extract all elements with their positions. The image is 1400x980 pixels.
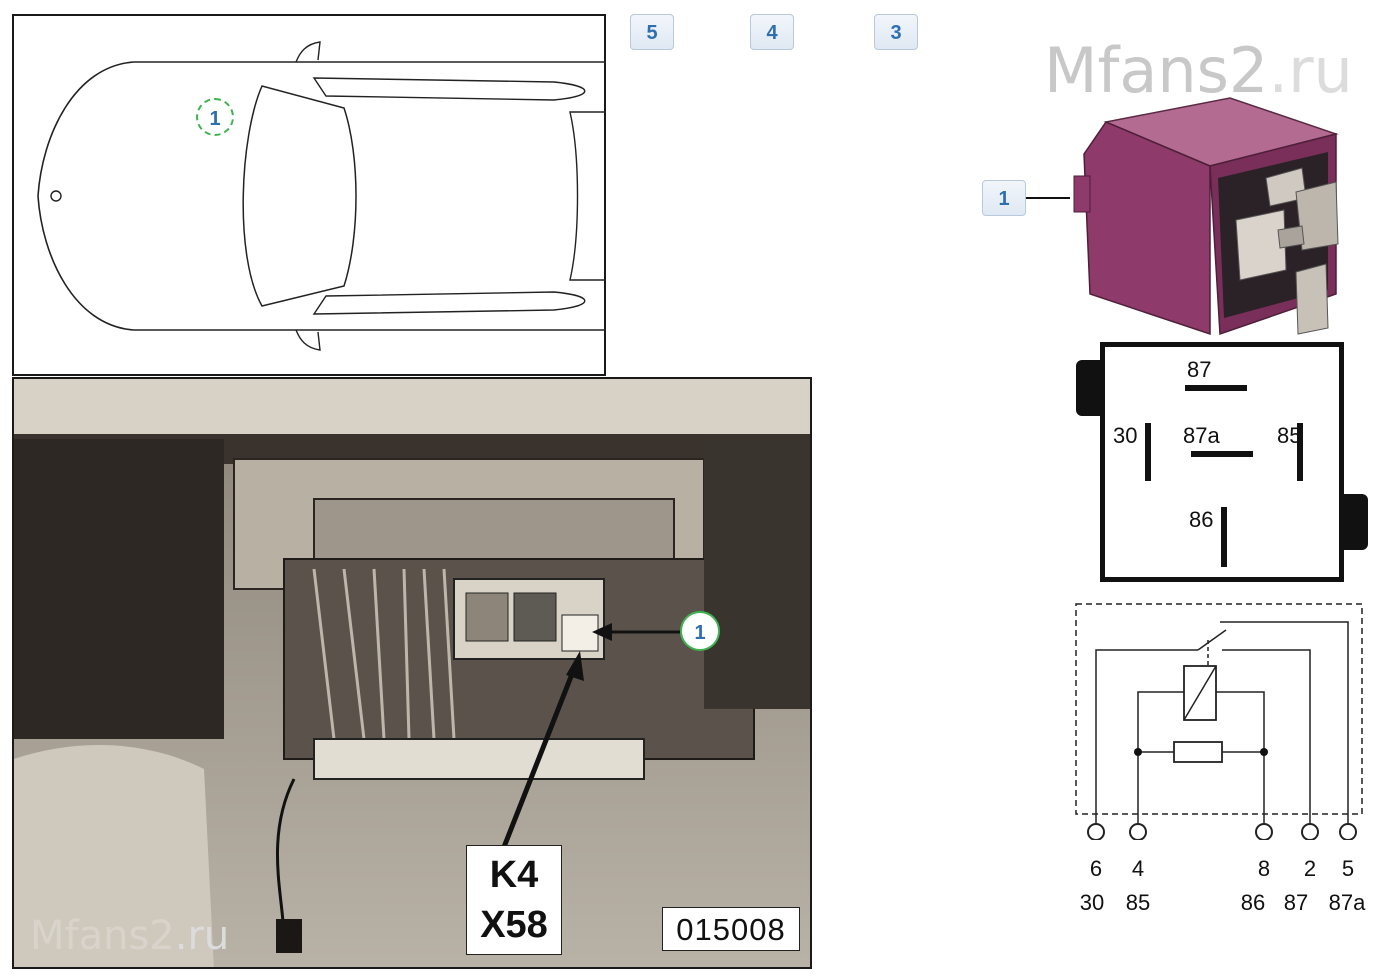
watermark-top-main: Mfans2 [1044,34,1269,107]
pin-diagram-clip-left [1076,360,1100,416]
photo-illustration [14,379,810,967]
terminal-number-4: 4 [1131,856,1145,881]
terminal-number-5: 5 [1341,856,1355,881]
watermark-top: Mfans2.ru [1044,34,1353,107]
car-location-marker[interactable]: 1 [196,98,234,136]
component-label-box: K4 X58 [466,845,562,955]
watermark-bottom-suffix: .ru [174,913,230,959]
pin-87 [1185,385,1247,391]
pin-86 [1221,507,1227,567]
connector-id: X58 [480,904,548,946]
watermark-top-suffix: .ru [1268,34,1353,107]
relay-illustration [1073,97,1339,336]
installation-photo: 1 K4 X58 015008 Mfans2.ru [12,377,812,969]
car-outline-drawing [37,41,606,351]
terminal-name-87: 87 [1283,890,1309,915]
relay-pin-layout: 87 30 87a 85 86 [1100,342,1344,582]
pin-label-30: 30 [1113,423,1138,448]
terminal-number-6: 6 [1089,856,1103,881]
terminal-name-30: 30 [1079,890,1105,915]
pin-87a [1191,451,1253,457]
pin-label-87: 87 [1187,357,1212,382]
pin-85 [1297,423,1303,481]
terminal-name-85: 85 [1125,890,1151,915]
component-id: K4 [489,854,539,896]
pin-30 [1145,423,1151,481]
pin-label-86: 86 [1189,507,1214,532]
relay-circuit-schematic [1075,603,1363,840]
terminal-number-2: 2 [1303,856,1317,881]
image-code: 015008 [662,907,800,951]
location-tag-4[interactable]: 4 [750,14,794,50]
terminal-name-87a: 87a [1328,890,1366,915]
relay-marker[interactable]: 1 [982,180,1026,216]
location-tag-3[interactable]: 3 [874,14,918,50]
watermark-bottom-main: Mfans2 [30,913,175,959]
location-tag-5[interactable]: 5 [630,14,674,50]
pin-label-87a: 87a [1183,423,1220,448]
photo-component-marker[interactable]: 1 [680,611,720,651]
terminal-name-86: 86 [1240,890,1266,915]
watermark-bottom: Mfans2.ru [30,913,229,959]
terminal-number-8: 8 [1257,856,1271,881]
relay-leader-line [1026,197,1070,199]
pin-diagram-clip-right [1344,494,1368,550]
car-location-view: 1 [12,14,606,376]
